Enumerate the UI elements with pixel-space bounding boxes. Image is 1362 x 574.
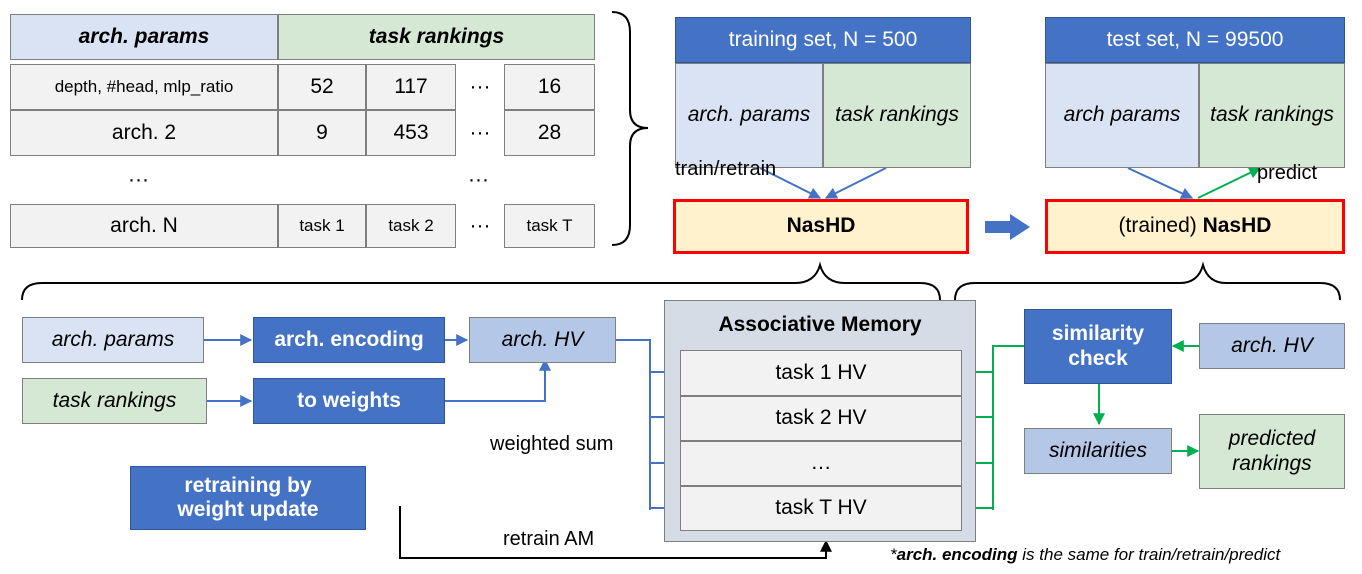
am-row-task2: task 2 HV: [680, 396, 962, 441]
am-title: Associative Memory: [718, 313, 922, 336]
table-row-1-v1: 52: [278, 64, 366, 110]
table-last-dots: ···: [469, 213, 491, 237]
table-brace: [611, 11, 649, 246]
am-row-task1: task 1 HV: [680, 350, 962, 396]
table-row-1-vt: 16: [504, 64, 595, 110]
test-params: arch params: [1045, 63, 1199, 168]
table-ellipsis-left: ···: [128, 168, 149, 191]
table-ellipsis-right: ···: [468, 168, 489, 191]
arch-encoding-box: arch. encoding: [253, 317, 445, 363]
table-row-1-v2: 117: [366, 64, 456, 110]
am-row-taskT: task T HV: [680, 486, 962, 531]
table-row-1-dots: ···: [469, 74, 491, 98]
bottom-task-rankings: task rankings: [22, 378, 207, 424]
train-retrain-label: train/retrain: [675, 158, 777, 180]
similarity-check-box: similarity check: [1024, 309, 1172, 384]
table-last-t2: task 2: [366, 204, 456, 248]
table-row-2-arch: arch. 2: [10, 110, 278, 156]
to-weights-box: to weights: [253, 378, 445, 424]
arrow-test-params: [1127, 167, 1194, 199]
test-set-title: test set, N = 99500: [1045, 17, 1345, 63]
bottom-arch-params: arch. params: [22, 317, 204, 363]
table-last-arch: arch. N: [10, 204, 278, 248]
training-rankings: task rankings: [823, 63, 971, 168]
retraining-box: retraining by weight update: [130, 466, 366, 530]
trained-prefix: (trained): [1118, 214, 1203, 238]
arrow-weights-hv: [445, 358, 551, 402]
training-params: arch. params: [675, 63, 823, 168]
table-row-2-v1: 9: [278, 110, 366, 156]
nashd-box: NasHD: [673, 199, 969, 254]
arrow-test-predict: [1197, 167, 1262, 199]
arrow-retrain: [399, 506, 832, 559]
training-set-title: training set, N = 500: [675, 17, 971, 63]
test-rankings: task rankings: [1199, 63, 1345, 168]
predict-label: predict: [1257, 162, 1318, 184]
table-last-t1: task 1: [278, 204, 366, 248]
predicted-rankings-box: predicted rankings: [1199, 414, 1345, 489]
footnote-star: *: [890, 545, 897, 564]
table-last-tt: task T: [504, 204, 595, 248]
arrow-train-rankings: [824, 167, 887, 199]
block-arrow: [985, 214, 1030, 240]
similarities-box: similarities: [1024, 428, 1172, 474]
table-row-2-v2: 453: [366, 110, 456, 156]
arrow-train-params: [759, 167, 822, 199]
weighted-sum-label: weighted sum: [490, 433, 614, 455]
retrain-am-label: retrain AM: [503, 528, 595, 550]
footnote: *arch. encoding is the same for train/re…: [890, 545, 1280, 565]
footnote-rest: is the same for train/retrain/predict: [1017, 545, 1281, 564]
arrow-sim-am: [992, 345, 1024, 510]
table-row-2-dots: ···: [469, 120, 491, 144]
trained-nashd-name: NasHD: [1202, 214, 1272, 238]
table-row-2-vt: 28: [504, 110, 595, 156]
right-arch-hv: arch. HV: [1199, 323, 1345, 369]
table-header-params: arch. params: [10, 14, 278, 60]
brace-left: [21, 261, 941, 301]
brace-right: [954, 261, 1341, 301]
trained-nashd-box: (trained) NasHD: [1045, 199, 1345, 254]
bottom-arch-hv: arch. HV: [469, 317, 616, 363]
table-row-1-arch: depth, #head, mlp_ratio: [10, 64, 278, 110]
am-row-ellipsis: …: [680, 441, 962, 486]
footnote-bold: arch. encoding: [896, 545, 1018, 564]
table-header-rankings: task rankings: [278, 14, 595, 60]
